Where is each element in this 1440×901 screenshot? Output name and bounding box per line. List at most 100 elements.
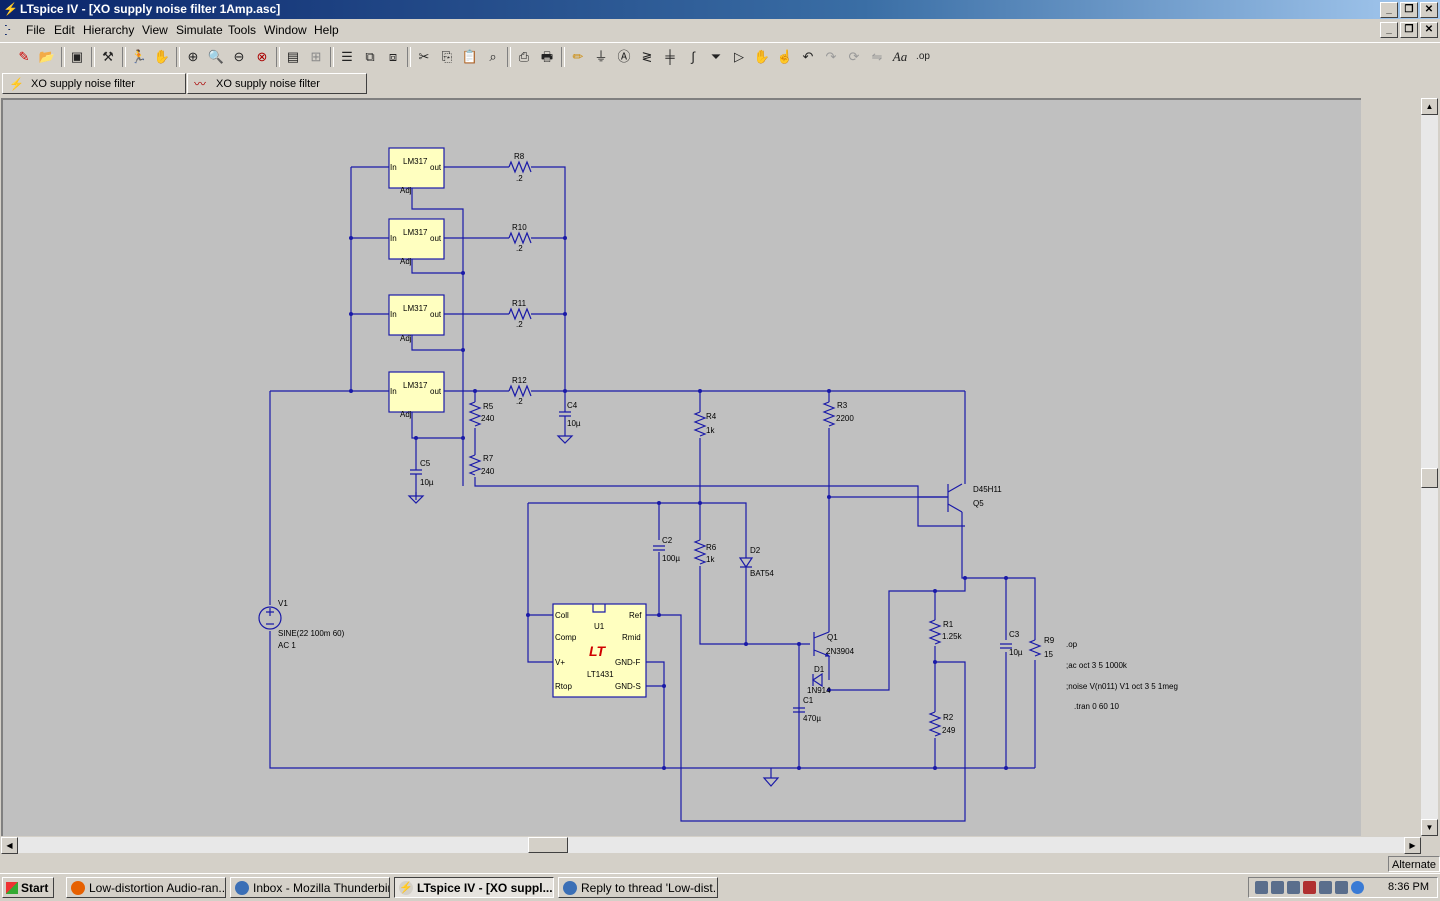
scroll-right-icon[interactable]: ▶ bbox=[1404, 837, 1421, 854]
mdi-close-button[interactable]: ✕ bbox=[1420, 22, 1438, 38]
rotate-icon[interactable]: ⟳ bbox=[848, 49, 860, 64]
menu-edit[interactable]: Edit bbox=[54, 23, 75, 37]
scroll-up-icon[interactable]: ▲ bbox=[1421, 98, 1438, 115]
r2-ref: R2 bbox=[943, 713, 954, 722]
restore-button[interactable]: ❐ bbox=[1400, 2, 1418, 18]
schematic-canvas[interactable]: LM317 In out Adj LM317 In out Adj LM317 … bbox=[1, 98, 1361, 836]
menu-help[interactable]: Help bbox=[314, 23, 339, 37]
tray-security-icon[interactable] bbox=[1287, 881, 1300, 894]
copy-icon[interactable]: ⎘ bbox=[441, 49, 453, 64]
zoom-out-icon[interactable]: ⊖ bbox=[233, 49, 245, 64]
scroll-left-icon[interactable]: ◀ bbox=[1, 837, 18, 854]
mdi-restore-button[interactable]: ❐ bbox=[1400, 22, 1418, 38]
ltspice-app-icon[interactable]: ⚡ bbox=[3, 2, 18, 16]
c5-value: 10µ bbox=[420, 478, 434, 487]
tray-bluetooth-icon[interactable] bbox=[1351, 881, 1364, 894]
capacitor-c2 bbox=[653, 545, 665, 551]
pan-icon[interactable]: 🔍 bbox=[207, 49, 225, 64]
directive-noise: ;noise V(n011) V1 oct 3 5 1meg bbox=[1066, 682, 1178, 691]
undo-icon[interactable]: ↶ bbox=[802, 49, 814, 64]
control-panel-icon[interactable]: ⚒ bbox=[102, 49, 114, 64]
open-icon[interactable]: 📂 bbox=[38, 49, 56, 64]
voltage-source-v1 bbox=[258, 606, 282, 630]
v1-line1: SINE(22 100m 60) bbox=[278, 629, 345, 638]
menu-window[interactable]: Window bbox=[264, 23, 307, 37]
tray-display-icon[interactable] bbox=[1319, 881, 1332, 894]
close-button[interactable]: ✕ bbox=[1420, 2, 1438, 18]
print-icon[interactable]: 🖶 bbox=[540, 49, 554, 64]
diode-icon[interactable]: ⏷ bbox=[710, 49, 722, 64]
drag-icon[interactable]: ☝ bbox=[776, 49, 794, 64]
c4-ref: C4 bbox=[567, 401, 578, 410]
fft-icon[interactable]: ⊞ bbox=[310, 49, 322, 64]
horizontal-scroll-thumb[interactable] bbox=[528, 837, 568, 853]
horizontal-scrollbar[interactable]: ◀ ▶ bbox=[1, 837, 1421, 854]
tray-antivirus-icon[interactable] bbox=[1303, 881, 1316, 894]
task-ltspice[interactable]: ⚡ LTspice IV - [XO suppl... bbox=[394, 877, 554, 898]
ground-icon[interactable]: ⏚ bbox=[594, 49, 608, 64]
minimize-button[interactable]: _ bbox=[1380, 2, 1398, 18]
tray-volume-icon[interactable] bbox=[1271, 881, 1284, 894]
new-schematic-icon[interactable]: ✎ bbox=[18, 49, 30, 64]
tray-network-icon[interactable] bbox=[1255, 881, 1268, 894]
draw-wire-icon[interactable]: ✏ bbox=[572, 49, 584, 64]
status-bar: Alternate bbox=[0, 855, 1440, 873]
label-net-icon[interactable]: Ⓐ bbox=[617, 49, 631, 64]
v1-line2: AC 1 bbox=[278, 641, 296, 650]
menu-bar: ⴾ File Edit Hierarchy View Simulate Tool… bbox=[0, 20, 1440, 40]
mirror-icon[interactable]: ⇋ bbox=[871, 49, 883, 64]
tab-waveform[interactable]: 〰 XO supply noise filter 1Amp.raw bbox=[187, 73, 367, 111]
component-icon[interactable]: ▷ bbox=[734, 49, 744, 64]
menu-view[interactable]: View bbox=[142, 23, 168, 37]
capacitor-icon[interactable]: ╪ bbox=[665, 49, 675, 64]
text-icon[interactable]: Aa bbox=[892, 49, 908, 64]
c1-value: 470µ bbox=[803, 714, 821, 723]
wire-adj-bus bbox=[411, 187, 965, 527]
vertical-scrollbar[interactable]: ▲ ▼ bbox=[1421, 98, 1438, 836]
print-preview-icon[interactable]: ⎙ bbox=[518, 49, 530, 64]
vertical-scroll-thumb[interactable] bbox=[1421, 468, 1438, 488]
resistor-r4 bbox=[693, 411, 707, 437]
move-icon[interactable]: ✋ bbox=[753, 49, 771, 64]
cascade-icon[interactable]: ⧈ bbox=[388, 49, 398, 64]
r12-ref: R12 bbox=[512, 376, 527, 385]
spice-directive-icon[interactable]: .op bbox=[916, 51, 930, 62]
menu-hierarchy[interactable]: Hierarchy bbox=[83, 23, 135, 37]
scroll-down-icon[interactable]: ▼ bbox=[1421, 819, 1438, 836]
diode-d1 bbox=[811, 672, 823, 688]
toolbar: ✎ 📂 ▣ ⚒ 🏃 ✋ ⊕ 🔍 ⊖ ⊗ ▤ ⊞ ☰ ⧉ ⧈ ✂ ⎘ 📋 ⌕ ⎙ … bbox=[0, 42, 1440, 72]
zoom-fit-icon[interactable]: ⊗ bbox=[256, 49, 268, 64]
cut-icon[interactable]: ✂ bbox=[418, 49, 430, 64]
d2-ref: D2 bbox=[750, 546, 761, 555]
reg2-pin-adj: Adj bbox=[400, 257, 412, 266]
task-thunderbird[interactable]: Inbox - Mozilla Thunderbird bbox=[230, 877, 390, 898]
regulator-3 bbox=[388, 294, 445, 336]
document-icon[interactable]: ⴾ bbox=[4, 22, 11, 38]
redo-icon[interactable]: ↷ bbox=[825, 49, 837, 64]
r6-ref: R6 bbox=[706, 543, 717, 552]
autorange-icon[interactable]: ▤ bbox=[286, 49, 300, 64]
zoom-in-icon[interactable]: ⊕ bbox=[187, 49, 199, 64]
task-firefox[interactable]: Low-distortion Audio-ran... bbox=[66, 877, 226, 898]
halt-icon[interactable]: ✋ bbox=[153, 49, 171, 64]
paste-icon[interactable]: 📋 bbox=[461, 49, 479, 64]
run-icon[interactable]: 🏃 bbox=[130, 49, 148, 64]
tab-schematic[interactable]: ⚡ XO supply noise filter 1Amp.asc bbox=[2, 73, 186, 111]
save-icon[interactable]: ▣ bbox=[70, 49, 84, 64]
menu-tools[interactable]: Tools bbox=[228, 23, 257, 37]
tray-connection-icon[interactable] bbox=[1335, 881, 1348, 894]
tile-vertical-icon[interactable]: ⧉ bbox=[365, 49, 375, 64]
menu-file[interactable]: File bbox=[26, 23, 46, 37]
task-reply[interactable]: Reply to thread 'Low-dist... bbox=[558, 877, 718, 898]
wire-ref-loop bbox=[527, 502, 966, 822]
find-icon[interactable]: ⌕ bbox=[489, 49, 497, 64]
mdi-minimize-button[interactable]: _ bbox=[1380, 22, 1398, 38]
start-button[interactable]: Start bbox=[2, 877, 54, 898]
tile-horizontal-icon[interactable]: ☰ bbox=[341, 49, 353, 64]
capacitor-c1 bbox=[793, 707, 805, 713]
resistor-icon[interactable]: ≷ bbox=[641, 49, 653, 64]
clock: 8:36 PM bbox=[1388, 881, 1429, 893]
schematic-icon: ⚡ bbox=[9, 77, 24, 91]
inductor-icon[interactable]: ∫ bbox=[691, 49, 695, 64]
menu-simulate[interactable]: Simulate bbox=[176, 23, 223, 37]
